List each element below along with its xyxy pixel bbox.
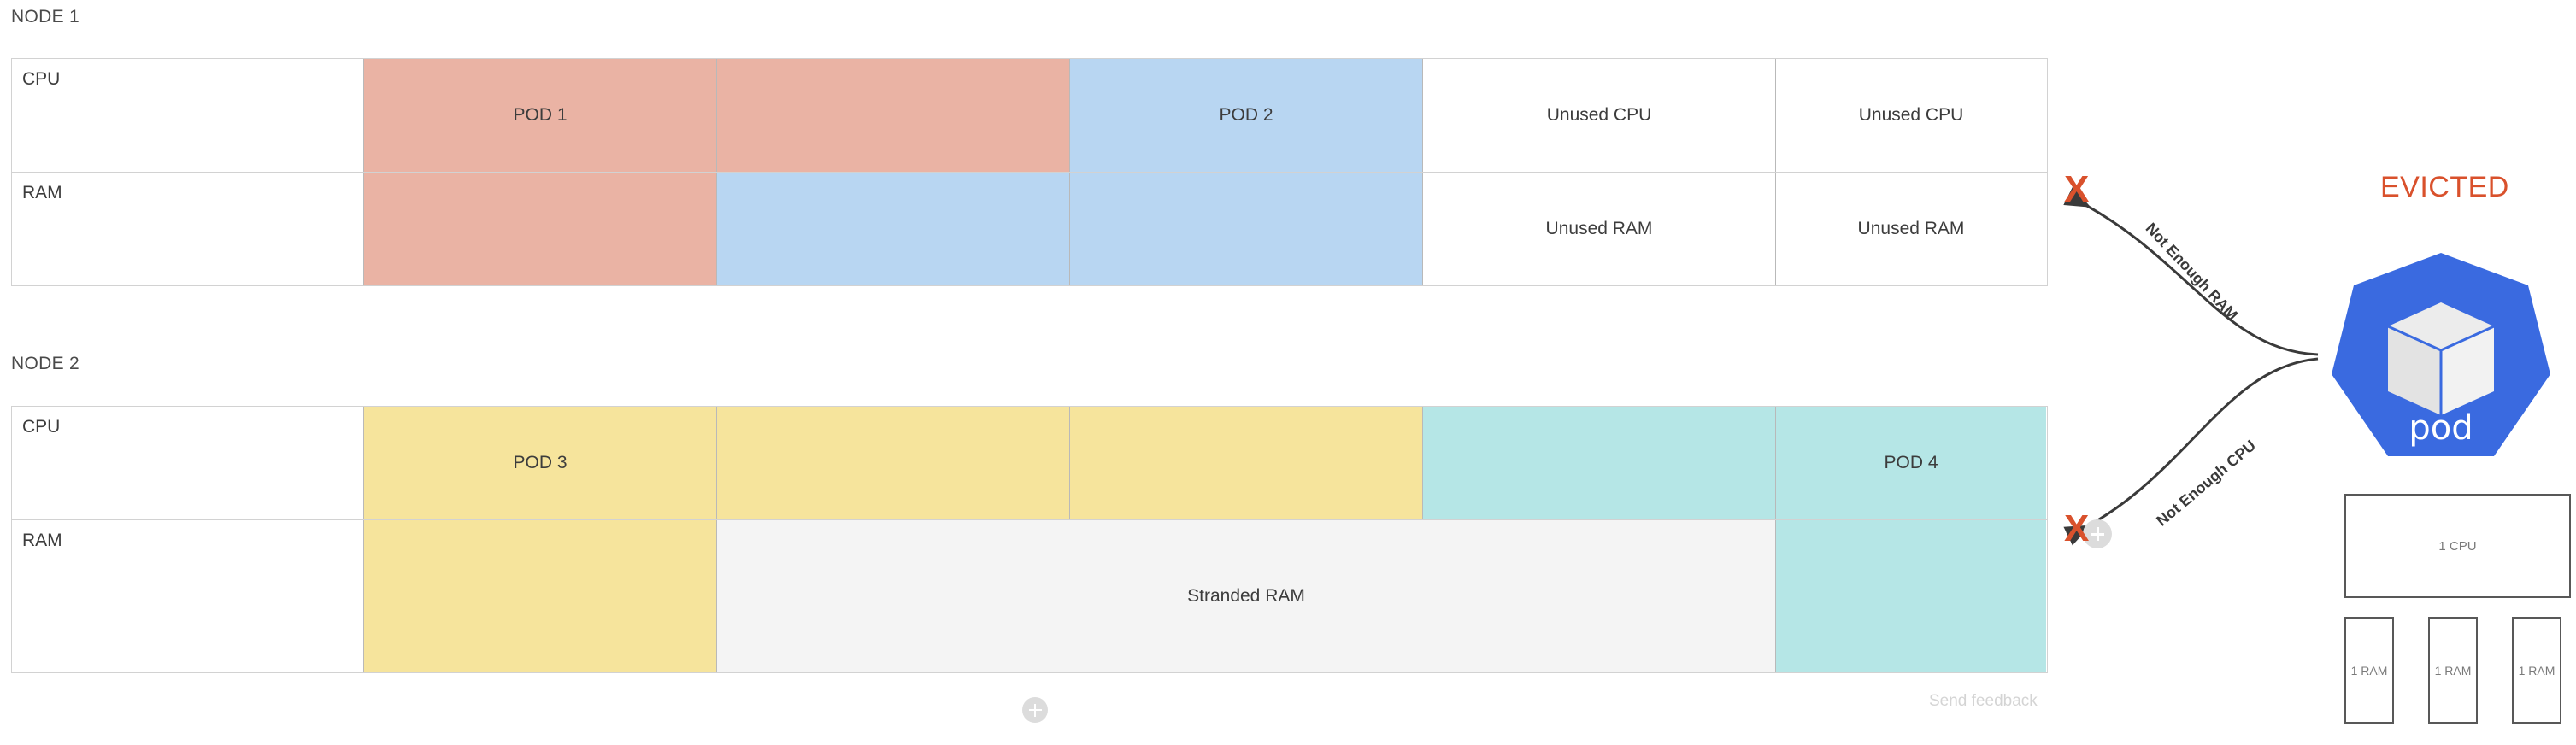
node-1-ram-label: RAM [12, 173, 364, 285]
edge-label-not-enough-cpu: Not Enough CPU [2153, 437, 2259, 530]
node-2-cpu-cell-pod4-a[interactable] [1423, 407, 1776, 519]
node-1-cpu-cell-unused-a[interactable]: Unused CPU [1423, 59, 1776, 172]
node-1-cpu-row: CPU POD 1 POD 2 Unused CPU Unused CPU [12, 59, 2047, 173]
add-node-button[interactable] [1022, 697, 1048, 723]
node-1-cpu-cell-pod1-cont[interactable] [717, 59, 1070, 172]
node-1-cpu-cell-unused-b[interactable]: Unused CPU [1776, 59, 2046, 172]
pod-badge[interactable]: pod [2326, 248, 2555, 477]
node-2-ram-row: RAM Stranded RAM [12, 520, 2047, 672]
node-1-ram-cell-unused-a[interactable]: Unused RAM [1423, 173, 1776, 285]
node-2-cpu-label: CPU [12, 407, 364, 519]
node-1-title: NODE 1 [11, 7, 79, 26]
node-2-ram-label: RAM [12, 520, 364, 672]
node-1-ram-cell-pod1[interactable] [364, 173, 717, 285]
eviction-x-mark-cpu: X [2064, 507, 2090, 549]
node-1-ram-cell-pod2-a[interactable] [717, 173, 1070, 285]
node-2-table: CPU POD 3 POD 4 [11, 406, 2048, 520]
node-2-cpu-cell-pod3[interactable]: POD 3 [364, 407, 717, 519]
node-2-ram-add-plus-button[interactable] [2083, 519, 2112, 548]
node-1-cpu-cell-pod1[interactable]: POD 1 [364, 59, 717, 172]
node-2-title: NODE 2 [11, 354, 79, 373]
evicted-status-label: EVICTED [2380, 171, 2509, 203]
cpu-request-box: 1 CPU [2344, 494, 2571, 598]
node-2-cpu-cell-pod3-cont-a[interactable] [717, 407, 1070, 519]
node-2-cpu-cell-pod3-cont-b[interactable] [1070, 407, 1423, 519]
node-1-cpu-cell-pod2[interactable]: POD 2 [1070, 59, 1423, 172]
node-2-cpu-row: CPU POD 3 POD 4 [12, 407, 2047, 520]
edge-label-not-enough-ram: Not Enough RAM [2143, 220, 2242, 324]
ram-request-box-2: 1 RAM [2428, 617, 2478, 724]
ram-request-box-1: 1 RAM [2344, 617, 2394, 724]
edge-not-enough-ram [2063, 186, 2319, 356]
node-1-ram-row: RAM Unused RAM Unused RAM [12, 173, 2047, 285]
node-1-ram-cell-unused-b[interactable]: Unused RAM [1776, 173, 2046, 285]
eviction-x-mark-ram: X [2064, 168, 2090, 210]
node-2-ram-cell-stranded[interactable]: Stranded RAM [717, 520, 1776, 672]
node-1-table: CPU POD 1 POD 2 Unused CPU Unused CPU [11, 58, 2048, 173]
node-1-cpu-label: CPU [12, 59, 364, 172]
send-feedback-link[interactable]: Send feedback [1929, 692, 2038, 710]
node-2-ram-cell-pod4[interactable] [1776, 520, 2046, 672]
kubernetes-pod-icon [2332, 253, 2550, 456]
node-1-ram-cell-pod2-b[interactable] [1070, 173, 1423, 285]
edge-not-enough-cpu [2063, 357, 2319, 546]
node-2-cpu-cell-pod4-b[interactable]: POD 4 [1776, 407, 2046, 519]
node-1-ram-table: RAM Unused RAM Unused RAM [11, 172, 2048, 286]
node-2-ram-table: RAM Stranded RAM [11, 519, 2048, 673]
ram-request-box-3: 1 RAM [2512, 617, 2561, 724]
node-2-ram-cell-pod3[interactable] [364, 520, 717, 672]
